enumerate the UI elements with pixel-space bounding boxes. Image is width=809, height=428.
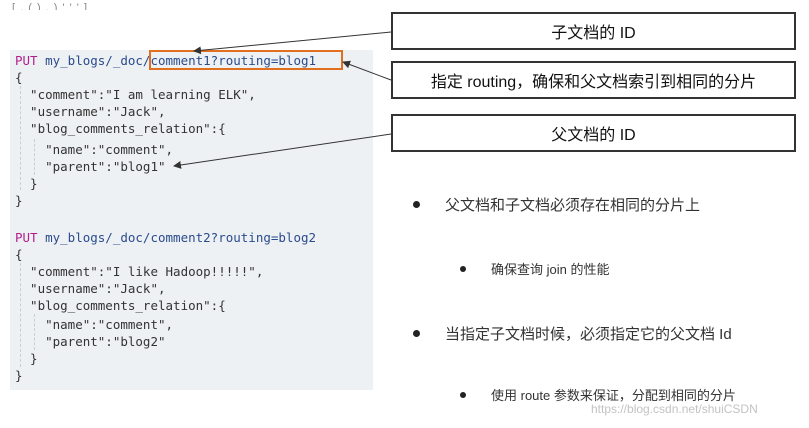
code-line: } bbox=[15, 193, 23, 208]
indent-guide bbox=[34, 139, 35, 175]
http-method: PUT bbox=[15, 53, 38, 68]
bullet-text: 确保查询 join 的性能 bbox=[491, 262, 610, 277]
code-line: } bbox=[15, 368, 23, 383]
bullet-item: 父文档和子文档必须存在相同的分片上 bbox=[413, 194, 700, 215]
code-line: } bbox=[15, 351, 38, 366]
code-line: "username":"Jack", bbox=[15, 281, 166, 296]
indent-guide bbox=[20, 263, 21, 367]
code-line: } bbox=[15, 176, 38, 191]
sub-bullet-item: 使用 route 参数来保证，分配到相同的分片 bbox=[460, 385, 736, 404]
code-line: "comment":"I like Hadoop!!!!!", bbox=[15, 264, 264, 279]
arrow-parent-id bbox=[173, 133, 392, 169]
callout-arrows bbox=[173, 31, 392, 169]
code-line-put-2: PUT my_blogs/_doc/comment2?routing=blog2 bbox=[15, 229, 316, 246]
bullet-dot bbox=[413, 330, 420, 337]
arrow-child-id bbox=[193, 31, 392, 55]
request-path: my_blogs/_doc/comment2?routing=blog2 bbox=[37, 230, 317, 245]
code-line: { bbox=[15, 70, 23, 85]
code-line: "blog_comments_relation":{ bbox=[15, 121, 226, 136]
callout-parent-id: 父文档的 ID bbox=[391, 114, 796, 152]
indent-guide bbox=[20, 86, 21, 190]
routing-highlight-box bbox=[149, 50, 343, 70]
bullet-dot bbox=[460, 391, 466, 398]
code-line: "username":"Jack", bbox=[15, 104, 166, 119]
request-path-highlight: comment1?routing=blog1 bbox=[150, 53, 317, 68]
cropped-header-text: [ , ( ) , ) ' ' ' ] bbox=[12, 2, 89, 10]
code-line-put-1: PUT my_blogs/_doc/comment1?routing=blog1 bbox=[15, 52, 316, 69]
bullet-item: 当指定子文档时候，必须指定它的父文档 Id bbox=[413, 323, 732, 344]
indent-guide bbox=[34, 314, 35, 350]
arrow-routing bbox=[342, 60, 392, 81]
slide: [ , ( ) , ) ' ' ' ] PUT my_blogs/_doc/co… bbox=[2, 0, 804, 420]
code-line: { bbox=[15, 247, 23, 262]
code-line: "name":"comment", bbox=[15, 142, 174, 157]
callout-routing: 指定 routing，确保和父文档索引到相同的分片 bbox=[391, 61, 796, 99]
code-line-parent: "parent":"blog1" bbox=[15, 159, 166, 174]
code-line: "parent":"blog2" bbox=[15, 334, 166, 349]
bullet-text: 使用 route 参数来保证，分配到相同的分片 bbox=[491, 388, 736, 403]
http-method: PUT bbox=[15, 230, 38, 245]
watermark: https://blog.csdn.net/shuiCSDN bbox=[591, 402, 758, 416]
bullet-dot bbox=[413, 201, 420, 208]
callout-child-id: 子文档的 ID bbox=[391, 12, 796, 50]
bullet-text: 当指定子文档时候，必须指定它的父文档 Id bbox=[445, 326, 732, 343]
sub-bullet-item: 确保查询 join 的性能 bbox=[460, 259, 609, 278]
bullet-text: 父文档和子文档必须存在相同的分片上 bbox=[445, 197, 701, 214]
code-panel bbox=[10, 50, 373, 390]
request-path: my_blogs/_doc/ bbox=[37, 53, 151, 68]
code-line: "comment":"I am learning ELK", bbox=[15, 87, 256, 102]
code-line: "name":"comment", bbox=[15, 317, 174, 332]
code-line: "blog_comments_relation":{ bbox=[15, 298, 226, 313]
bullet-dot bbox=[460, 265, 466, 272]
